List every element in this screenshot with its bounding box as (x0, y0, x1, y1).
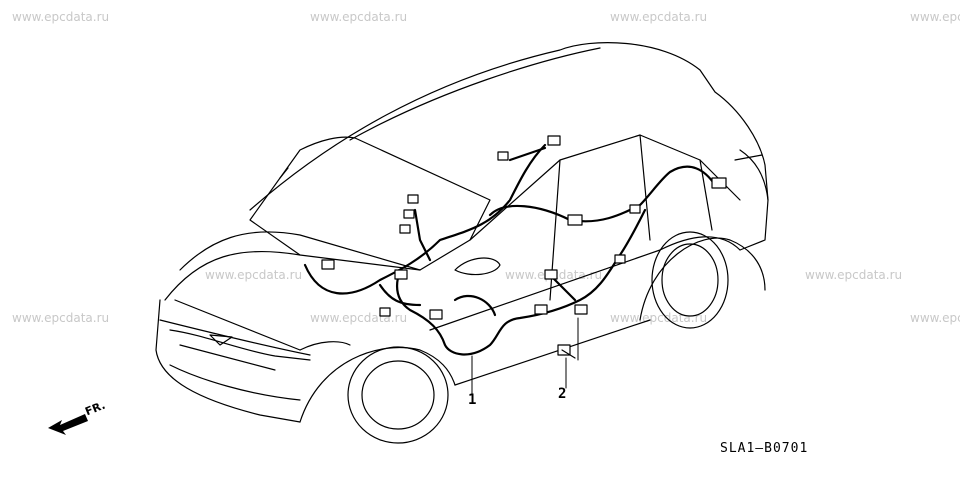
part-2-clip (557, 344, 576, 359)
part-number-2-callout[interactable]: 2 (558, 386, 567, 402)
watermark: www.epcdata.ru (205, 268, 303, 282)
watermark: www.epc (910, 10, 960, 24)
wire-harness-part-1 (303, 143, 717, 356)
part-number-1-callout[interactable]: 1 (468, 392, 477, 408)
watermark: www.epc (910, 311, 960, 325)
leader-lines (471, 317, 579, 396)
watermark: www.epcdata.ru (805, 268, 903, 282)
vehicle-body-outline (155, 42, 769, 444)
watermark: www.epcdata.ru (310, 10, 408, 24)
watermark: www.epcdata.ru (610, 10, 708, 24)
front-direction-arrow (48, 414, 88, 435)
harness-connectors (321, 135, 727, 320)
watermark: www.epcdata.ru (12, 10, 110, 24)
watermark: www.epcdata.ru (12, 311, 110, 325)
diagram-code: SLA1—B0701 (720, 441, 809, 456)
